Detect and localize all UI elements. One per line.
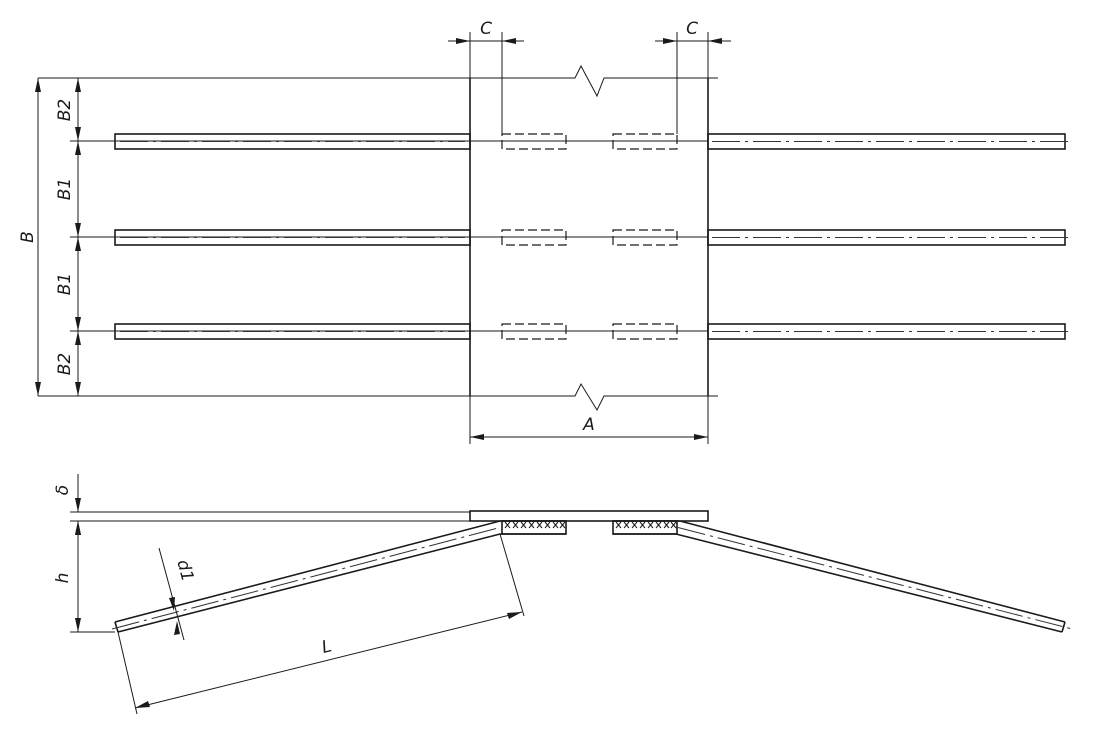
dimension-B: B	[18, 78, 41, 396]
plan-view: B B2 B1 B1 B2	[18, 19, 1072, 444]
label-B1-lower: B1	[55, 273, 75, 295]
dimension-L: L	[117, 533, 525, 715]
hidden-bar-end-2b	[612, 229, 678, 246]
dimension-A: A	[469, 396, 709, 444]
bottom-break-line	[38, 382, 718, 412]
weld-hatch-right	[615, 521, 677, 529]
label-h: h	[53, 573, 73, 584]
inclined-bar-right	[613, 520, 1073, 633]
hidden-bar-end-1a	[501, 133, 567, 150]
label-delta: δ	[53, 485, 73, 495]
label-B1-upper: B1	[55, 178, 75, 200]
top-break-line	[38, 64, 718, 98]
bar-row-2	[70, 229, 1072, 246]
label-A: A	[582, 415, 595, 435]
hidden-bar-end-2a	[501, 229, 567, 246]
dimension-C-right: C	[655, 19, 731, 134]
bar-row-1	[70, 133, 1072, 150]
dimension-h: h	[53, 521, 81, 632]
label-C-right: C	[686, 19, 698, 39]
label-L: L	[320, 636, 334, 658]
hidden-bar-end-3a	[501, 323, 567, 340]
hidden-bar-end-1b	[612, 133, 678, 150]
dimension-d1: d1	[158, 547, 197, 641]
bar-row-3	[70, 323, 1072, 340]
hidden-bar-end-3b	[612, 323, 678, 340]
label-C-left: C	[480, 19, 492, 39]
weld-hatch-left	[504, 521, 566, 529]
dimension-delta: δ	[53, 474, 81, 535]
label-B2-bottom: B2	[55, 353, 75, 375]
label-B2-top: B2	[55, 99, 75, 121]
elevation-view: δ h d1 L	[53, 474, 1073, 715]
dimension-C-left: C	[448, 19, 524, 134]
plate-section	[469, 510, 709, 522]
label-d1: d1	[172, 558, 197, 584]
dimension-chain-B: B2 B1 B1 B2	[55, 78, 81, 396]
label-B: B	[18, 231, 38, 243]
